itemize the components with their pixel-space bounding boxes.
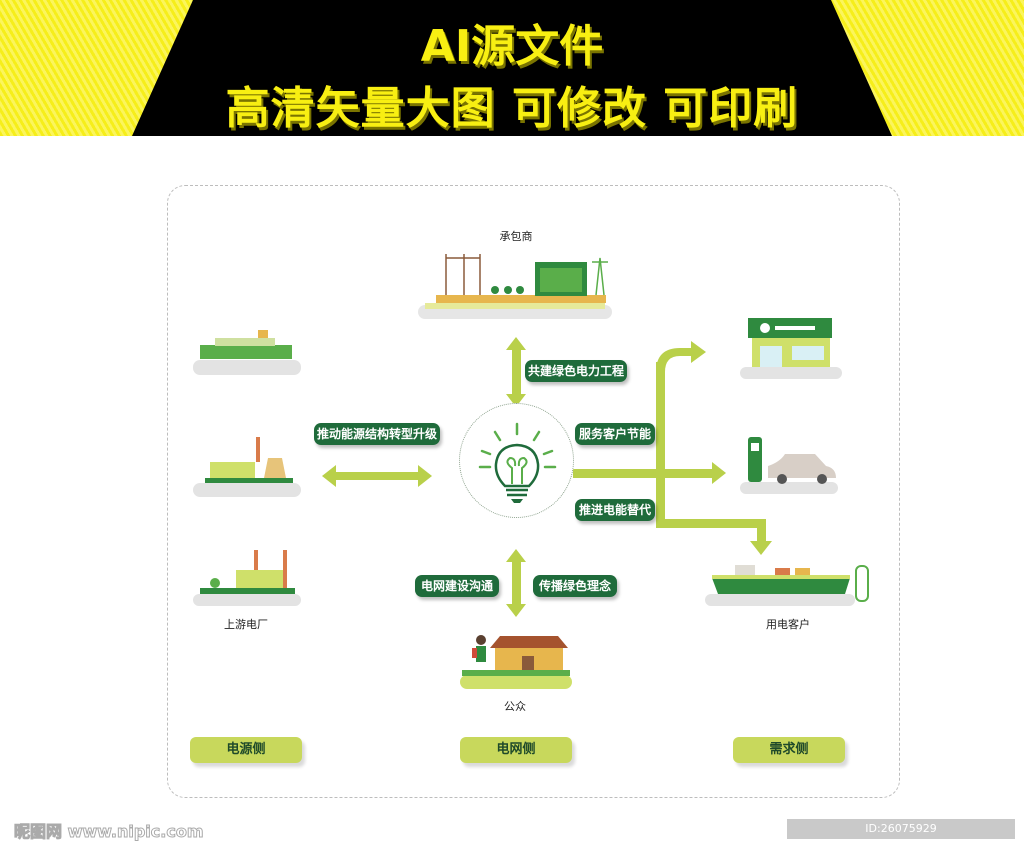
watermark-site: 昵图网 www.nipic.com: [14, 822, 204, 842]
node-label-contractor: 承包商: [499, 230, 533, 243]
watermark-id: ID:26075929 NO:20211201204651941109: [787, 819, 1015, 855]
lightbulb-circle: [459, 403, 574, 518]
store-illustration: [740, 318, 842, 379]
public-building-illustration: [460, 635, 572, 689]
side-grid: 电网侧: [460, 737, 572, 763]
substation-illustration: [418, 254, 612, 319]
label-replace: 推进电能替代: [575, 499, 655, 521]
ship-illustration: [705, 565, 869, 606]
side-demand: 需求侧: [733, 737, 845, 763]
label-transform: 推动能源结构转型升级: [314, 423, 440, 445]
label-build-green: 共建绿色电力工程: [525, 360, 627, 382]
node-label-upstream: 上游电厂: [224, 618, 268, 631]
node-label-customers: 用电客户: [766, 618, 810, 631]
power-plant-1: [193, 330, 301, 375]
banner-panel: [132, 0, 892, 136]
side-source: 电源侧: [190, 737, 302, 763]
diagram-frame: [167, 185, 900, 798]
label-grid-comm: 电网建设沟通: [415, 575, 499, 597]
arrows: [322, 337, 772, 617]
banner-title: AI源文件: [420, 21, 604, 72]
banner-subtitle: 高清矢量大图 可修改 可印刷: [225, 83, 799, 134]
label-serve: 服务客户节能: [575, 423, 655, 445]
power-plant-3: [193, 550, 301, 606]
ev-car-illustration: [740, 437, 838, 494]
node-label-public: 公众: [504, 700, 526, 713]
label-spread: 传播绿色理念: [533, 575, 617, 597]
power-plant-2: [193, 437, 301, 497]
lightbulb-icon: [478, 422, 557, 503]
